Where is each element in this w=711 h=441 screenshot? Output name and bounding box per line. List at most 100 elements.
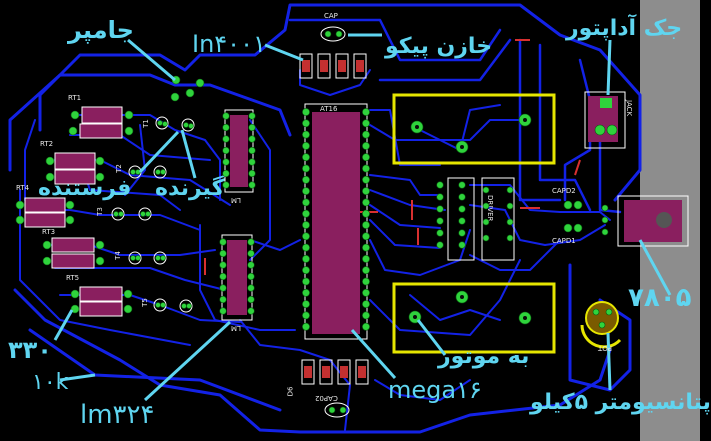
lm324-pin bbox=[247, 238, 255, 246]
connector-pin bbox=[458, 229, 466, 237]
connector-pin bbox=[458, 181, 466, 189]
lm324-pin bbox=[219, 295, 227, 304]
mega16-pin bbox=[362, 254, 370, 263]
resistor-rt5 bbox=[70, 286, 133, 317]
resistor-rt4 bbox=[15, 197, 75, 228]
lm324-pin bbox=[248, 181, 256, 189]
diodes-top bbox=[299, 53, 367, 79]
mega16-pin bbox=[362, 221, 370, 229]
relay-upper bbox=[392, 93, 556, 165]
connector-pin bbox=[436, 229, 444, 237]
driver-pin bbox=[482, 234, 490, 242]
silk-rt4-label: RT4 bbox=[16, 184, 30, 192]
mega16-pin bbox=[362, 153, 370, 162]
lm324-pin bbox=[219, 238, 227, 246]
mega16-pin bbox=[362, 187, 370, 195]
resistor-rt1 bbox=[68, 106, 134, 139]
relay-lower bbox=[392, 282, 556, 354]
mega16-pin bbox=[362, 277, 370, 286]
connector-pin bbox=[436, 241, 444, 249]
driver-pin bbox=[506, 234, 514, 242]
connector-pin bbox=[458, 205, 466, 213]
connector-pin bbox=[436, 205, 444, 213]
label-pot-5k: پتانسیومتر ۵کیلو bbox=[530, 390, 711, 415]
connector-pin bbox=[436, 193, 444, 201]
mega16-pin bbox=[302, 108, 310, 116]
mega16-pin bbox=[362, 266, 370, 275]
silk-rt5-label: RT5 bbox=[66, 274, 80, 282]
mega16-pin bbox=[302, 266, 310, 275]
mega16-pin bbox=[302, 187, 310, 195]
mega16-pin bbox=[302, 311, 310, 320]
mega16-pin bbox=[362, 311, 370, 320]
mega16-pin bbox=[362, 232, 370, 241]
resistor-rt3 bbox=[42, 237, 105, 269]
lm324-pin bbox=[247, 249, 255, 258]
resistor-rt2 bbox=[45, 152, 105, 185]
lm324-pin bbox=[248, 123, 256, 132]
mega16-pin bbox=[302, 221, 310, 229]
mega16-pin bbox=[362, 130, 370, 139]
silk-rt1-label: RT1 bbox=[68, 94, 82, 102]
mega16-pin bbox=[362, 108, 370, 116]
connector-pin bbox=[458, 241, 466, 249]
lm324-pin bbox=[222, 112, 230, 120]
mega16-pin bbox=[362, 300, 370, 308]
connector-pin bbox=[436, 181, 444, 189]
label-in4001: In۴۰۰۱ bbox=[192, 30, 266, 58]
callout-lines bbox=[53, 33, 672, 402]
silk-cap-label: CAP bbox=[324, 12, 338, 20]
lm324-pin bbox=[248, 146, 256, 155]
lm324-pin bbox=[222, 135, 230, 143]
driver-pin bbox=[482, 202, 490, 210]
label-to-motor: به موتور bbox=[438, 344, 530, 369]
driver-pin bbox=[506, 202, 514, 210]
cap-top bbox=[320, 26, 346, 42]
connector-pin bbox=[458, 193, 466, 201]
driver-pin bbox=[482, 186, 490, 194]
mega16-pin bbox=[302, 130, 310, 139]
sensor-pairs bbox=[111, 116, 195, 313]
silk-driver-label: DRIVER bbox=[486, 195, 494, 222]
mega16-pin bbox=[302, 175, 310, 184]
mega16-pin bbox=[302, 243, 310, 252]
label-lm324: lm۳۲۴ bbox=[80, 400, 155, 430]
potentiometer bbox=[580, 301, 622, 349]
mega16-pin bbox=[362, 209, 370, 218]
lm324-pin bbox=[248, 169, 256, 178]
mega16-pin bbox=[362, 198, 370, 207]
mega16-pin bbox=[302, 254, 310, 263]
mega16-pin bbox=[302, 141, 310, 150]
outer-traces bbox=[8, 3, 642, 434]
lm324-pin bbox=[247, 272, 255, 281]
lm324-pin bbox=[247, 284, 255, 292]
power-jack bbox=[584, 91, 626, 149]
silk-rt3-label: RT3 bbox=[42, 228, 56, 236]
lm324-pin bbox=[219, 307, 227, 315]
lm324-pin bbox=[219, 284, 227, 292]
label-10k: ۱۰k bbox=[32, 370, 69, 395]
label-receiver: گیرنده bbox=[155, 176, 225, 201]
label-capacitor-pico: خازن پیکو bbox=[385, 34, 493, 59]
connector-pin bbox=[458, 217, 466, 225]
mega16-pin bbox=[302, 300, 310, 308]
mega16-pin bbox=[302, 232, 310, 241]
mega16-pin bbox=[302, 277, 310, 286]
mega16-pin bbox=[362, 243, 370, 252]
label-330: ۳۳۰ bbox=[8, 336, 52, 364]
driver-pin bbox=[506, 186, 514, 194]
jumper-pads bbox=[170, 75, 205, 102]
mega16-pin bbox=[362, 322, 370, 331]
diodes-bottom bbox=[301, 359, 369, 385]
lm324-pin bbox=[222, 146, 230, 155]
label-mega16: mega۱۶ bbox=[388, 376, 482, 404]
lm324-pin bbox=[248, 158, 256, 166]
silk-jack-label: JACK bbox=[625, 100, 633, 117]
mega16-pin bbox=[302, 119, 310, 128]
lm324-pin bbox=[222, 181, 230, 189]
mega16-pin bbox=[302, 288, 310, 297]
mega16-pin bbox=[362, 119, 370, 128]
mega16-pin bbox=[362, 141, 370, 150]
